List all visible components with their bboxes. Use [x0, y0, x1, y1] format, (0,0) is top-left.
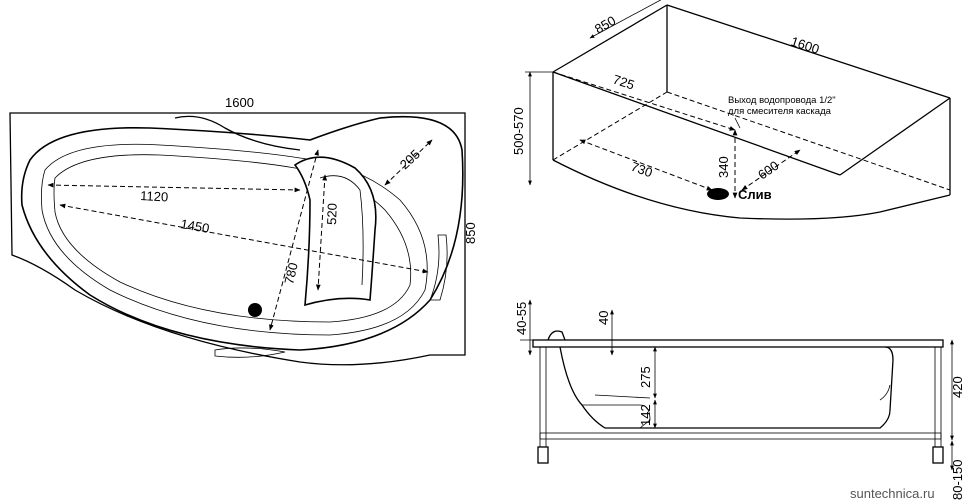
- dim-iso-height: 500-570: [511, 107, 526, 155]
- dim-iso-drain-dist: 730: [629, 159, 655, 181]
- dim-line-1450: [59, 203, 429, 274]
- dim-line-600: [741, 149, 801, 191]
- plan-drain: [248, 303, 262, 317]
- plan-headrest: [174, 115, 301, 151]
- dim-line-205: [384, 139, 433, 186]
- side-leg-left: [537, 446, 549, 464]
- plan-front-lip: [214, 347, 286, 358]
- dim-plan-diagonal: 780: [281, 261, 300, 286]
- dim-plan-inner-length: 1120: [140, 188, 169, 204]
- iso-drain: [707, 188, 729, 200]
- dim-plan-width: 1600: [225, 95, 254, 110]
- dim-line-780: [269, 149, 319, 331]
- iso-drain-label: Слив: [738, 187, 772, 202]
- dim-plan-long-inner: 1450: [179, 216, 210, 236]
- dim-iso-depth: 850: [592, 13, 618, 37]
- dim-plan-depth: 850: [463, 222, 478, 244]
- plan-tub-rim: [20, 115, 464, 351]
- plan-outer-panel: [9, 112, 466, 366]
- dim-iso-pipe-dist: 725: [611, 72, 636, 93]
- dim-iso-length: 1600: [789, 34, 821, 57]
- dim-iso-pipe-height: 340: [716, 156, 731, 178]
- plan-view: 1600 850 1120 1450 520 780 205: [9, 95, 478, 366]
- dim-side-rim-range: 40-55: [514, 302, 529, 335]
- watermark: suntechnica.ru: [850, 486, 935, 501]
- dim-line-1120: [47, 182, 301, 193]
- dim-line-725: [552, 71, 736, 131]
- dim-side-legs: 80-150: [950, 460, 965, 500]
- plan-right-lip: [429, 234, 448, 301]
- side-tub-body: [559, 346, 894, 429]
- side-view: 40-55 40 275 142 420 80-150: [514, 299, 965, 500]
- dim-side-total-height: 420: [950, 376, 965, 398]
- iso-pipe-note-1: Выход водопровода 1/2": [728, 95, 836, 106]
- iso-view: 850 1600 500-570 725 730 340 600 Слив Вы…: [511, 0, 951, 220]
- dim-side-rim: 40: [596, 311, 611, 325]
- dim-side-depth-lower: 142: [638, 404, 653, 426]
- iso-pipe-note-2: для смесителя каскада: [728, 106, 832, 117]
- dim-line-520: [315, 174, 328, 291]
- dim-side-depth-upper: 275: [638, 366, 653, 388]
- dim-plan-seat-width: 520: [324, 203, 340, 225]
- side-leg-right: [932, 446, 944, 464]
- side-seat: [582, 404, 651, 429]
